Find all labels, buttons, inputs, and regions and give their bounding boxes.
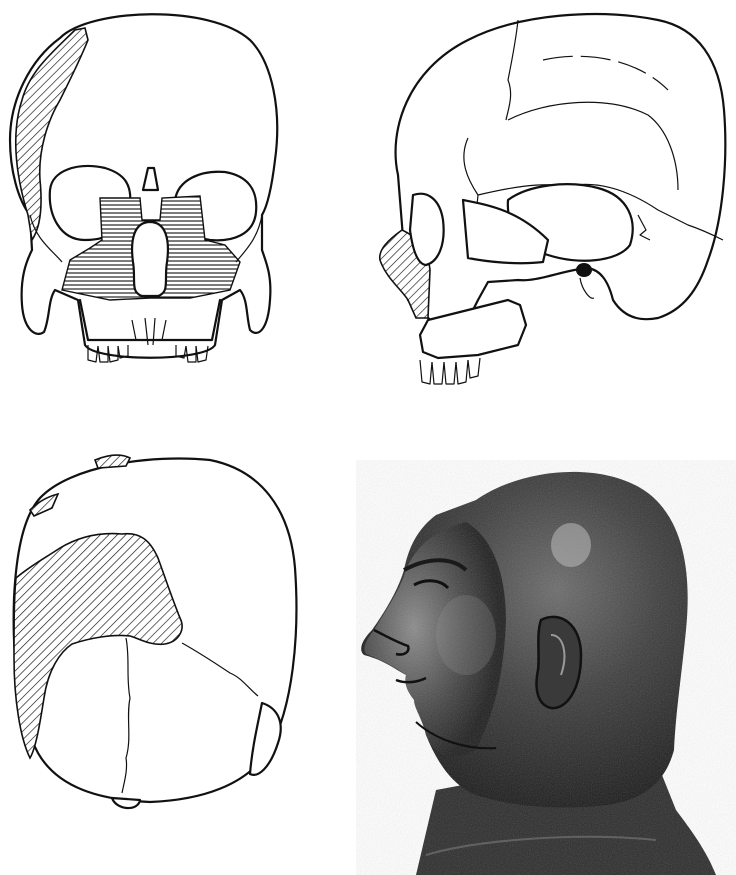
nasal-aperture bbox=[132, 222, 168, 296]
skull-lateral-drawing bbox=[368, 0, 736, 395]
skull-superior-drawing bbox=[0, 448, 300, 820]
skull-frontal-drawing bbox=[0, 0, 300, 380]
head-reconstruction-photo bbox=[356, 460, 736, 875]
